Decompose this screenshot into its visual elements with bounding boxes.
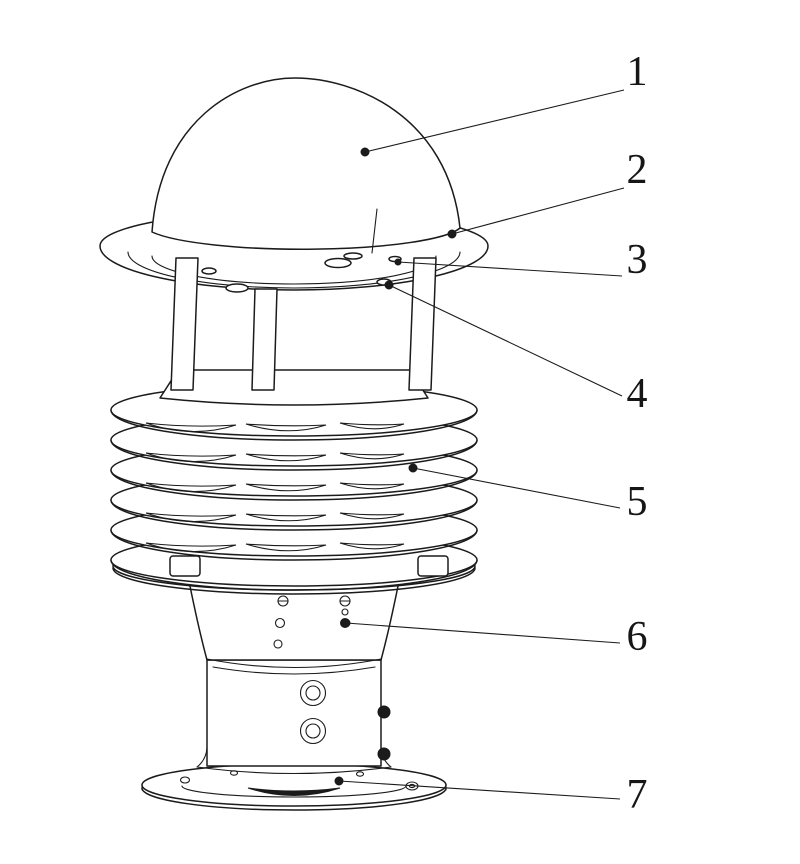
callout-label-2: 2 <box>627 147 648 193</box>
stack-bracket-left <box>169 555 201 577</box>
leader-line-1 <box>364 89 625 153</box>
callout-label-4: 4 <box>627 371 648 417</box>
post-middle <box>251 288 278 391</box>
leader-dot-5 <box>408 463 418 473</box>
louver-stack-part <box>110 383 478 595</box>
shoulder-cap <box>159 369 429 406</box>
dome-outline <box>151 77 461 251</box>
post-right <box>408 257 437 391</box>
leader-dot-4 <box>384 280 394 290</box>
body-part <box>185 565 403 775</box>
callout-label-5: 5 <box>627 479 648 525</box>
leader-dot-3 <box>394 258 402 266</box>
callout-2: 2 <box>447 147 648 239</box>
dome-seam <box>371 208 378 254</box>
dome-part <box>151 77 461 254</box>
leader-dot-1 <box>360 147 370 157</box>
leader-dot-7 <box>334 776 344 786</box>
body-side-knob-lower <box>377 747 391 761</box>
leader-line-3 <box>397 261 623 277</box>
body-cylinder <box>206 659 382 767</box>
callout-label-3: 3 <box>627 237 648 283</box>
callout-7: 7 <box>334 772 648 818</box>
base-plate-part <box>141 763 447 811</box>
leader-line-4 <box>388 284 623 397</box>
callouts: 1 2 3 4 5 6 7 <box>334 49 648 818</box>
callout-label-6: 6 <box>627 614 648 660</box>
post-left <box>170 257 199 391</box>
body-bolt-upper <box>299 679 327 707</box>
leader-dot-6 <box>341 618 351 628</box>
callout-label-7: 7 <box>627 772 648 818</box>
body-side-knob-upper <box>377 705 391 719</box>
leader-line-7 <box>338 780 621 800</box>
support-posts <box>170 257 437 391</box>
stack-bracket-right <box>417 555 449 577</box>
callout-5: 5 <box>408 463 648 525</box>
sensor-screws <box>201 252 402 293</box>
callout-label-1: 1 <box>627 49 648 95</box>
callout-1: 1 <box>360 49 648 157</box>
callout-3: 3 <box>394 237 648 283</box>
body-bolt-lower <box>299 717 327 745</box>
leader-line-2 <box>451 187 625 235</box>
callout-6: 6 <box>341 614 648 660</box>
base-center-slot <box>247 787 341 796</box>
leader-line-5 <box>412 467 621 509</box>
callout-4: 4 <box>384 280 648 417</box>
leader-line-6 <box>345 622 621 644</box>
leader-dot-2 <box>447 229 457 239</box>
